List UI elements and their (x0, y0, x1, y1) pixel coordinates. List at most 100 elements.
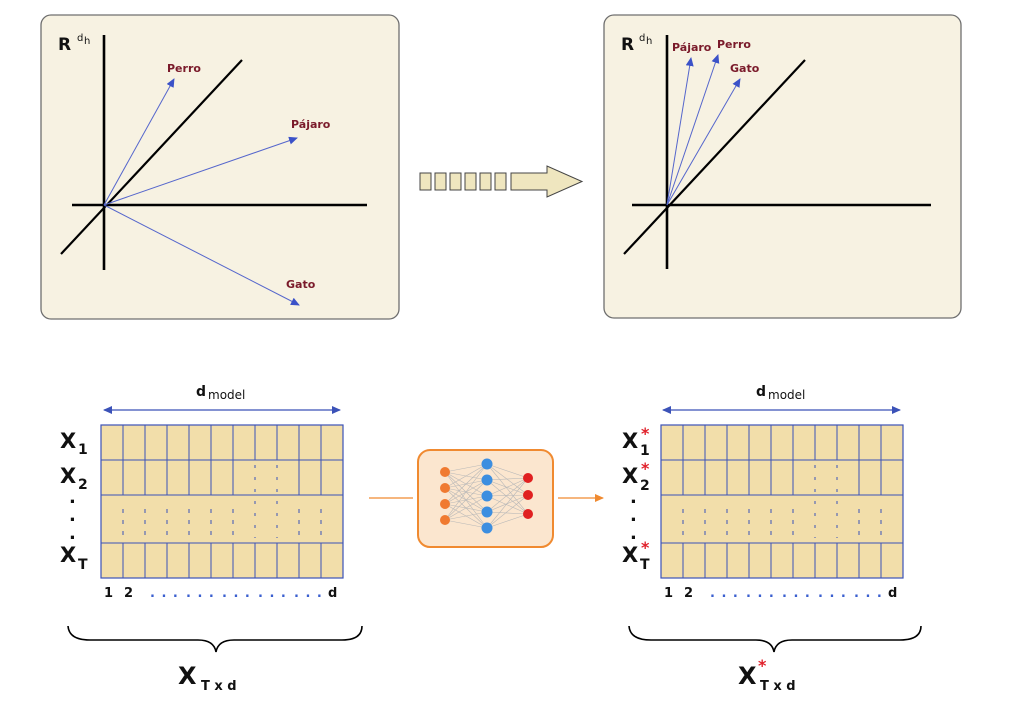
input-row-label-1: X (60, 429, 76, 453)
nn-input-node-3 (440, 499, 450, 509)
input-row-label-t: X (60, 543, 76, 567)
input-brace (67, 625, 363, 653)
left-space-sup-sub: h (84, 36, 90, 47)
left-diagonal-axis (60, 59, 243, 255)
output-row-star-t: * (641, 538, 650, 557)
neural-network-box (369, 449, 604, 548)
output-matrix-grid (660, 424, 904, 579)
output-matrix: d model X 1 * X 2 * . . . X T * 1 2 . . … (622, 384, 922, 694)
right-vector-gato (666, 78, 741, 206)
output-grid-border (660, 424, 904, 579)
nn-edge-out-4-1 (486, 494, 529, 529)
left-panel-background (40, 14, 400, 320)
nn-input-node-2 (440, 483, 450, 493)
right-label-perro: Perro (717, 38, 751, 51)
left-space-sup: d (77, 33, 83, 44)
output-dim-label: d (756, 384, 766, 400)
nn-edge-out-3-1 (486, 494, 529, 513)
nn-edge-out-3-2 (486, 511, 529, 515)
right-vector-perro (666, 54, 720, 206)
nn-edge-in-1-0 (444, 463, 488, 489)
output-col-dots-5: . . . (854, 586, 883, 601)
input-col-dots-2: . . . (186, 586, 215, 601)
input-col-dots-3: . . . (222, 586, 251, 601)
output-matrix-star: * (758, 656, 767, 675)
left-vector-space-panel: Perro Pájaro Gato R d h (40, 14, 400, 320)
left-label-pajaro: Pájaro (291, 118, 331, 131)
nn-edge-out-2-1 (486, 494, 529, 497)
output-matrix-dims: T x d (760, 679, 796, 694)
arrow-block-1 (419, 172, 432, 191)
output-col-dots-2: . . . (746, 586, 775, 601)
right-diagonal-axis (623, 59, 806, 255)
input-row-dot-1: . (69, 487, 76, 508)
nn-edge-out-0-0 (486, 463, 529, 479)
input-col-dots-5: . . . (294, 586, 323, 601)
nn-edge-in-3-4 (444, 519, 488, 529)
nn-output-node-3 (523, 509, 533, 519)
output-row-dot-2: . (630, 505, 637, 526)
right-label-gato: Gato (730, 62, 760, 75)
input-col-dots-4: . . . (258, 586, 287, 601)
nn-edge-out-1-0 (486, 477, 529, 481)
input-row-sub-2: 2 (78, 477, 88, 493)
output-row-label-1: X (622, 429, 638, 453)
output-row-dot-3: . (630, 523, 637, 544)
left-label-gato: Gato (286, 278, 316, 291)
input-dim-label: d (196, 384, 206, 400)
input-row-sub-1: 1 (78, 442, 88, 458)
nn-edge-in-3-2 (444, 495, 488, 521)
output-row-sub-1: 1 (640, 443, 650, 459)
output-col-label-d: d (888, 586, 897, 601)
output-matrix-fill (661, 425, 903, 578)
nn-edge-out-2-2 (486, 495, 529, 515)
nn-edge-out-2-0 (486, 477, 529, 497)
input-matrix-dims: T x d (201, 679, 237, 694)
input-col-label-1: 1 (104, 586, 113, 601)
nn-edge-out-4-0 (486, 477, 529, 529)
output-col-label-1: 1 (664, 586, 673, 601)
output-row-dot-1: . (630, 487, 637, 508)
right-panel-background (603, 14, 962, 319)
left-vector-perro (103, 78, 175, 206)
nn-edge-out-1-2 (486, 479, 529, 515)
input-matrix-fill (101, 425, 343, 578)
nn-edge-in-0-0 (444, 463, 488, 473)
input-col-label-d: d (328, 586, 337, 601)
output-col-dots-3: . . . (782, 586, 811, 601)
output-row-sub-2: 2 (640, 478, 650, 494)
right-space-sup-sub: h (646, 36, 652, 47)
input-dim-sub: model (208, 388, 245, 402)
input-row-dot-3: . (69, 523, 76, 544)
output-row-label-2: X (622, 464, 638, 488)
arrow-block-5 (479, 172, 492, 191)
input-row-dot-2: . (69, 505, 76, 526)
nn-output-node-1 (523, 473, 533, 483)
input-row-label-2: X (60, 464, 76, 488)
nn-output-node-2 (523, 490, 533, 500)
right-space-label: R (621, 35, 634, 55)
right-space-sup: d (639, 33, 645, 44)
output-brace (628, 625, 922, 653)
nn-input-node-1 (440, 467, 450, 477)
nn-hidden-node-2 (481, 474, 493, 486)
left-space-label: R (58, 35, 71, 55)
input-col-dots-1: . . . (150, 586, 179, 601)
arrow-block-3 (449, 172, 462, 191)
input-matrix-grid (100, 424, 344, 579)
output-row-sub-t: T (640, 557, 650, 573)
arrow-head (510, 165, 584, 198)
nn-hidden-node-3 (481, 490, 493, 502)
nn-edge-out-4-2 (486, 513, 529, 529)
right-vector-pajaro (666, 57, 694, 206)
output-matrix-symbol: X (738, 662, 757, 690)
nn-edge-out-1-1 (486, 479, 529, 496)
nn-edge-out-0-2 (486, 463, 529, 515)
nn-edge-in-3-1 (444, 479, 488, 521)
left-vector-pajaro (103, 136, 298, 206)
output-row-label-t: X (622, 543, 638, 567)
nn-hidden-node-1 (481, 458, 493, 470)
input-row-sub-t: T (78, 557, 88, 573)
input-col-label-2: 2 (124, 586, 133, 601)
